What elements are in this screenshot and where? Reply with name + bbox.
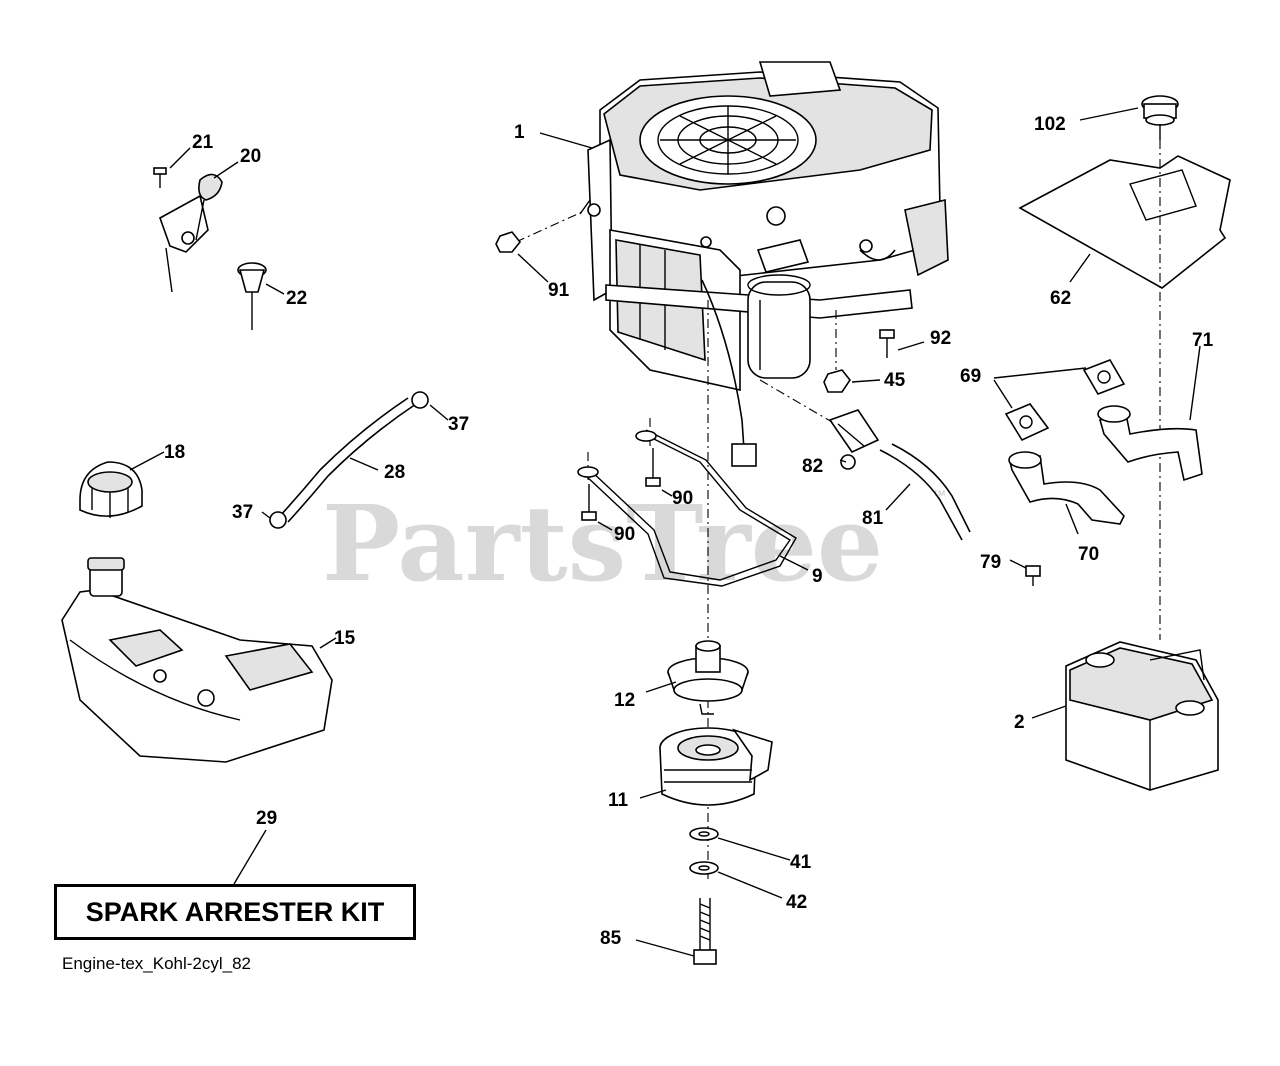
fuel-tank-part[interactable] bbox=[61, 557, 333, 763]
callout-11: 11 bbox=[608, 790, 629, 811]
watermark-text: PartsTree bbox=[322, 482, 883, 605]
heat-shield-part[interactable] bbox=[1018, 155, 1231, 289]
callout-81: 81 bbox=[862, 508, 884, 529]
bolt-part-91[interactable] bbox=[495, 231, 522, 253]
nut-part-45[interactable] bbox=[823, 369, 851, 393]
callout-21: 21 bbox=[192, 132, 214, 153]
fuel-cap-part[interactable] bbox=[79, 461, 143, 518]
callout-42: 42 bbox=[786, 892, 807, 913]
knob-part-102[interactable] bbox=[1141, 95, 1179, 140]
hose-clamp-part-37b[interactable] bbox=[269, 511, 287, 529]
callout-18: 18 bbox=[164, 442, 185, 463]
bolt-part-90a[interactable] bbox=[645, 448, 661, 487]
choke-knob-part[interactable] bbox=[237, 262, 267, 330]
callout-92: 92 bbox=[930, 328, 951, 349]
callout-37a: 37 bbox=[448, 414, 469, 435]
callout-2: 2 bbox=[1014, 712, 1025, 733]
callout-20: 20 bbox=[240, 146, 261, 167]
bolt-part-90b[interactable] bbox=[581, 484, 597, 521]
callout-62: 62 bbox=[1050, 288, 1071, 309]
bolt-part-85[interactable] bbox=[693, 898, 717, 965]
callout-9: 9 bbox=[812, 566, 823, 587]
muffler-part[interactable] bbox=[1065, 641, 1219, 791]
callout-91: 91 bbox=[548, 280, 570, 301]
callout-90b: 90 bbox=[614, 524, 635, 545]
exhaust-gasket-part-69a[interactable] bbox=[1004, 403, 1050, 442]
callout-1: 1 bbox=[514, 122, 525, 143]
hose-clamp-part-37a[interactable] bbox=[411, 391, 429, 409]
trademark-symbol: ™ bbox=[932, 487, 946, 503]
callout-82: 82 bbox=[802, 456, 823, 477]
engine-part[interactable] bbox=[579, 61, 949, 467]
fuel-control-bracket-part[interactable] bbox=[159, 173, 223, 293]
callout-28: 28 bbox=[384, 462, 405, 483]
fuel-filter-part[interactable] bbox=[828, 409, 880, 470]
pto-clutch-part[interactable] bbox=[659, 727, 773, 806]
bolt-part-79[interactable] bbox=[1025, 565, 1041, 586]
fuel-hose-part-81[interactable] bbox=[879, 443, 971, 541]
spark-arrester-kit-label[interactable]: SPARK ARRESTER KIT bbox=[54, 884, 416, 940]
exhaust-pipe-part-70[interactable] bbox=[1008, 451, 1125, 525]
callout-90a: 90 bbox=[672, 488, 693, 509]
exhaust-gasket-part-69b[interactable] bbox=[1082, 359, 1126, 395]
bolt-part-92[interactable] bbox=[879, 329, 895, 358]
diagram-code: Engine-tex_Kohl-2cyl_82 bbox=[62, 954, 252, 973]
exhaust-pipe-part-71[interactable] bbox=[1097, 405, 1203, 482]
callout-69: 69 bbox=[960, 366, 981, 387]
callout-12: 12 bbox=[614, 690, 635, 711]
callout-70: 70 bbox=[1078, 544, 1099, 565]
fuel-line-part[interactable] bbox=[279, 397, 417, 523]
washer-part-42[interactable] bbox=[689, 861, 719, 875]
callout-15: 15 bbox=[334, 628, 356, 649]
callout-37b: 37 bbox=[232, 502, 253, 523]
callout-85: 85 bbox=[600, 928, 622, 949]
guard-bracket-part[interactable] bbox=[577, 429, 797, 587]
callout-71: 71 bbox=[1192, 330, 1214, 351]
screw-part-21[interactable] bbox=[153, 167, 167, 188]
callout-29: 29 bbox=[256, 808, 277, 829]
callout-45: 45 bbox=[884, 370, 906, 391]
callout-22: 22 bbox=[286, 288, 307, 309]
washer-part-41[interactable] bbox=[689, 827, 719, 841]
callout-79: 79 bbox=[980, 552, 1001, 573]
pulley-part[interactable] bbox=[667, 640, 749, 715]
callout-102: 102 bbox=[1034, 114, 1066, 135]
callout-41: 41 bbox=[790, 852, 812, 873]
